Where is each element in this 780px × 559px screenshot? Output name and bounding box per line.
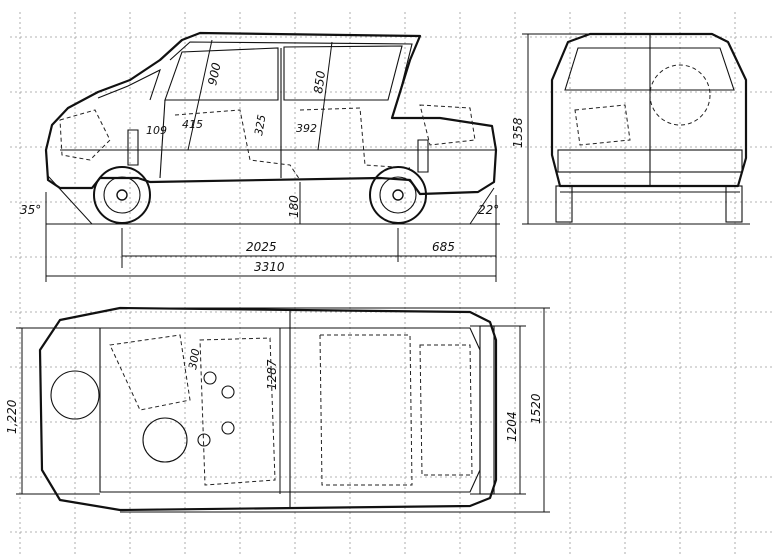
front-track-label: 1,220: [5, 399, 19, 434]
steering-wheel: [142, 417, 188, 463]
dim-415-label: 415: [182, 118, 203, 131]
spare-wheel-plan: [50, 370, 100, 420]
rear-glass: [564, 47, 735, 91]
rear-wheel-hub: [392, 189, 404, 201]
rear-shock: [417, 139, 429, 173]
plan-body-outline: [38, 306, 498, 512]
approach-angle-line: [47, 175, 93, 225]
side-body-outline: [44, 31, 498, 196]
spare-wheel: [649, 64, 711, 126]
rear-left-tire: [555, 185, 573, 223]
front-shock: [127, 129, 139, 166]
rear-seat-section: [574, 104, 631, 146]
front-window: [164, 47, 279, 101]
engine-bay-plan: [419, 344, 473, 476]
front-wheel-rim: [103, 176, 141, 214]
overall-height-label: 1358: [511, 117, 525, 148]
rear-window: [283, 45, 403, 101]
plan-300-label: 300: [186, 348, 202, 371]
wheelbase-label: 2025: [246, 240, 277, 254]
front-seats-plan: [199, 337, 276, 486]
front-wheel: [93, 166, 151, 224]
pedal-4: [221, 421, 235, 435]
windshield: [97, 68, 161, 101]
rear-seat-height-line: [317, 41, 333, 151]
rear-seats-plan: [319, 334, 413, 486]
pedal-1: [203, 371, 217, 385]
rear-body-outline: [550, 32, 748, 188]
background-grid: [10, 12, 775, 555]
front-seat-height-line: [187, 39, 213, 151]
dim-325-label: 325: [252, 114, 268, 137]
dim-392-label: 392: [296, 122, 317, 135]
pedal-2: [221, 385, 235, 399]
dim-109-label: 109: [146, 124, 167, 137]
side-view: 2025 685 3310 35° 22° 180 900 850 109 41…: [20, 31, 500, 282]
departure-angle-line: [469, 187, 495, 225]
front-wheel-hub: [116, 189, 128, 201]
plan-view: 1,220 1204 1520 1287 300: [5, 306, 550, 513]
side-roof-line: [169, 41, 413, 101]
overall-width-label: 1520: [529, 393, 543, 424]
departure-angle-label: 22°: [478, 203, 499, 217]
rear-view: 1358: [511, 32, 750, 225]
rear-track-label: 1204: [505, 411, 519, 442]
ground-clearance-label: 180: [287, 195, 301, 218]
overall-length-label: 3310: [254, 260, 285, 274]
rear-seat-height-label: 850: [311, 69, 328, 94]
rear-bumper-plan: [479, 325, 495, 495]
rear-overhang-label: 685: [432, 240, 455, 254]
plan-1287-label: 1287: [265, 359, 279, 390]
front-suspension-outline: [59, 109, 111, 161]
rear-wheel: [369, 166, 427, 224]
front-wheel-well-left: [109, 334, 191, 411]
front-door-edge: [159, 99, 166, 179]
approach-angle-label: 35°: [20, 203, 41, 217]
front-seat-outline: [174, 109, 301, 181]
rear-right-tire: [725, 185, 743, 223]
pedal-3: [197, 433, 211, 447]
rear-bumper: [557, 149, 743, 173]
rear-wheel-rim: [379, 176, 417, 214]
front-seat-height-label: 900: [205, 61, 224, 87]
rear-seat-outline: [299, 107, 411, 169]
rear-engine-outline: [419, 104, 476, 146]
